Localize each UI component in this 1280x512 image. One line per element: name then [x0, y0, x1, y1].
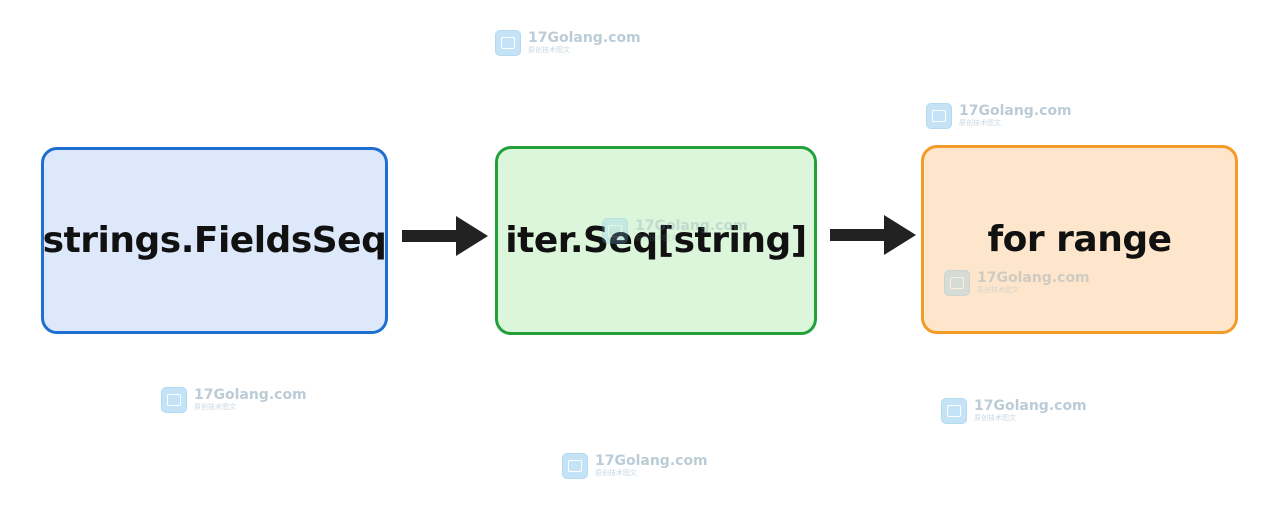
watermark-title: 17Golang.com	[959, 103, 1072, 119]
node-for-range: for range	[921, 145, 1238, 334]
watermark-title: 17Golang.com	[974, 398, 1087, 414]
arrow-right-icon	[402, 216, 488, 256]
watermark-logo-icon	[161, 387, 187, 413]
watermark-title: 17Golang.com	[528, 30, 641, 46]
watermark: 17Golang.com 原创技术图文	[941, 398, 1087, 424]
watermark-subtitle: 原创技术图文	[959, 119, 1001, 127]
node-strings-fieldsseq: strings.FieldsSeq	[41, 147, 388, 334]
watermark-title: 17Golang.com	[595, 453, 708, 469]
node-label: iter.Seq[string]	[505, 220, 807, 261]
watermark-logo-icon	[562, 453, 588, 479]
watermark: 17Golang.com 原创技术图文	[926, 103, 1072, 129]
watermark-logo-icon	[941, 398, 967, 424]
arrow-right-icon	[830, 215, 916, 255]
watermark-subtitle: 原创技术图文	[595, 469, 637, 477]
watermark-logo-icon	[495, 30, 521, 56]
watermark: 17Golang.com 原创技术图文	[161, 387, 307, 413]
watermark-logo-icon	[926, 103, 952, 129]
watermark: 17Golang.com 原创技术图文	[562, 453, 708, 479]
watermark-subtitle: 原创技术图文	[974, 414, 1016, 422]
watermark: 17Golang.com 原创技术图文	[495, 30, 641, 56]
node-iter-seq-string: iter.Seq[string]	[495, 146, 817, 335]
node-label: for range	[987, 219, 1172, 260]
watermark-title: 17Golang.com	[194, 387, 307, 403]
node-label: strings.FieldsSeq	[42, 220, 387, 261]
watermark-subtitle: 原创技术图文	[528, 46, 570, 54]
watermark-subtitle: 原创技术图文	[194, 403, 236, 411]
